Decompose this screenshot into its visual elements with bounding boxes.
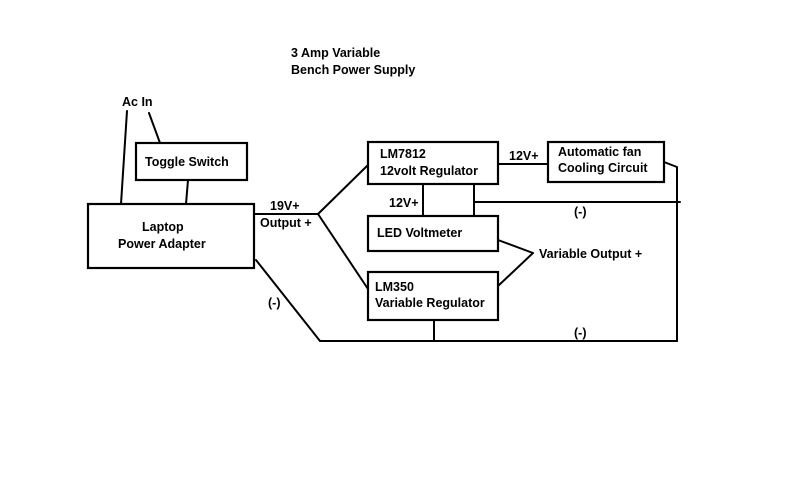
lm7812-box bbox=[366, 140, 500, 186]
fan-circuit-box bbox=[546, 140, 666, 184]
lm7812-label-line2: 12volt Regulator bbox=[380, 164, 478, 178]
lm350-label-line2: Variable Regulator bbox=[375, 296, 485, 310]
ac-wire-left bbox=[120, 110, 128, 205]
negative-right-label: (-) bbox=[574, 205, 587, 219]
ac-in-label: Ac In bbox=[122, 95, 153, 109]
v12-top-label: 12V+ bbox=[509, 149, 539, 163]
wire-to-lm350 bbox=[317, 213, 369, 290]
laptop-adapter-box bbox=[86, 202, 256, 270]
led-voltmeter-label: LED Voltmeter bbox=[377, 226, 462, 240]
negative-bottom-label: (-) bbox=[574, 326, 587, 340]
adapter-negative-wire bbox=[255, 259, 321, 342]
v12-mid-label: 12V+ bbox=[389, 196, 419, 210]
wires bbox=[120, 110, 681, 342]
wire-to-lm7812 bbox=[317, 164, 369, 215]
toggle-switch-box bbox=[134, 141, 249, 182]
fan-circuit-label-line1: Automatic fan bbox=[558, 145, 641, 159]
output-plus-label: Output + bbox=[260, 216, 312, 230]
ac-wire-right bbox=[148, 112, 161, 144]
switch-to-adapter-wire bbox=[185, 179, 189, 205]
lm350-label-line1: LM350 bbox=[375, 280, 414, 294]
lm7812-label-line1: LM7812 bbox=[380, 147, 426, 161]
v19-label: 19V+ bbox=[270, 199, 300, 213]
lm350-to-output-wire bbox=[497, 252, 534, 287]
fan-ground-wire bbox=[663, 161, 678, 203]
toggle-switch-label: Toggle Switch bbox=[145, 155, 229, 169]
led-voltmeter-box bbox=[366, 214, 500, 253]
negative-left-label: (-) bbox=[268, 296, 281, 310]
lm350-box bbox=[366, 270, 500, 322]
diagram-title-line2: Bench Power Supply bbox=[291, 63, 415, 77]
diagram-title-line1: 3 Amp Variable bbox=[291, 46, 380, 60]
variable-output-label: Variable Output + bbox=[539, 247, 642, 261]
voltmeter-to-output-wire bbox=[497, 239, 534, 254]
laptop-adapter-label-line1: Laptop bbox=[142, 220, 184, 234]
laptop-adapter-label-line2: Power Adapter bbox=[118, 237, 206, 251]
fan-circuit-label-line2: Cooling Circuit bbox=[558, 161, 648, 175]
